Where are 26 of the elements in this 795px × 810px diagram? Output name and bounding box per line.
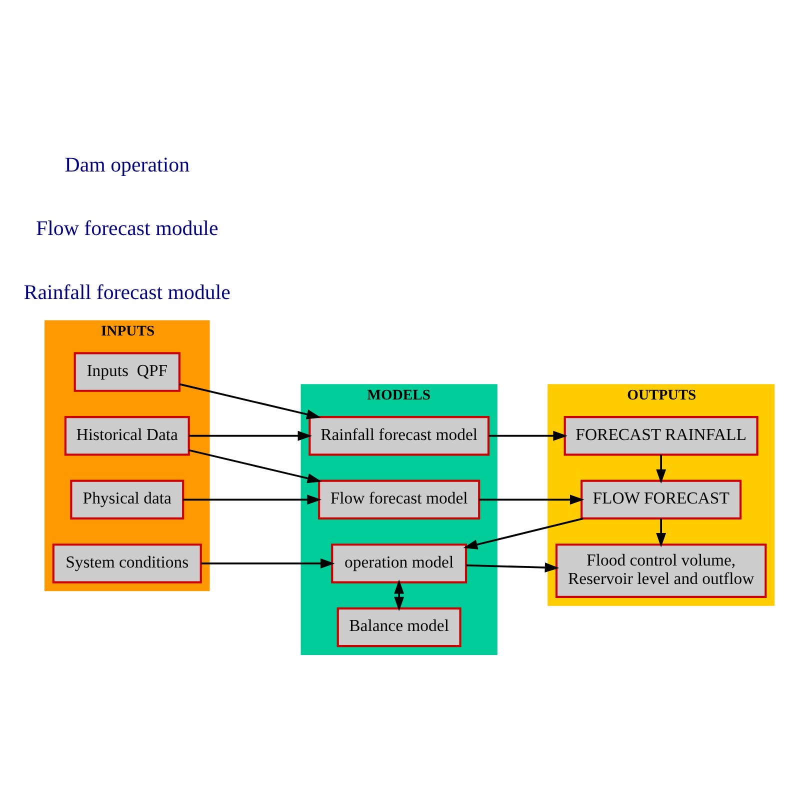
node-box: FLOW FORECAST (580, 480, 742, 520)
arrow (656, 518, 666, 548)
node-box: Balance model (336, 607, 462, 648)
arrow (179, 383, 321, 420)
label: Dam operation (64, 152, 190, 176)
label: Rainfall forecast module (24, 280, 230, 304)
node-box: Flood control volume, Reservoir level and outflow (555, 544, 767, 598)
node-box: System conditions (52, 544, 202, 584)
arrow (479, 494, 584, 505)
arrow (463, 518, 584, 550)
arrow (189, 430, 312, 441)
arrow (183, 494, 322, 505)
node-box: Rainfall forecast model (308, 416, 490, 456)
arrow (656, 454, 666, 484)
node-box: Inputs QPF (74, 352, 180, 392)
node-box: Flow forecast model (318, 480, 480, 520)
node-box: Historical Data (64, 416, 190, 456)
arrow (466, 562, 560, 573)
node-box: Physical data (70, 480, 184, 520)
node-box: operation model (331, 544, 468, 584)
node-box: FORECAST RAINFALL (564, 416, 758, 456)
arrow (488, 430, 568, 441)
arrow (201, 558, 335, 568)
label: Flow forecast module (36, 216, 218, 240)
arrow (394, 580, 404, 612)
arrow (188, 449, 322, 484)
